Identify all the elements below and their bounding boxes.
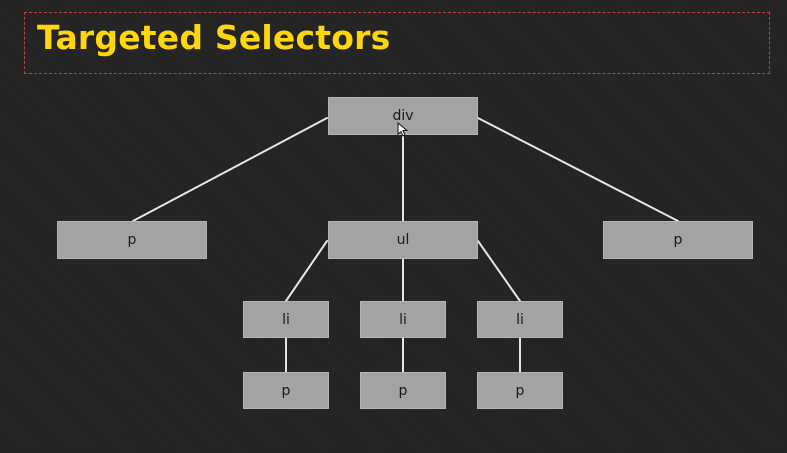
node-label: li xyxy=(516,311,524,328)
node-label: div xyxy=(392,108,414,124)
node-label: li xyxy=(399,311,407,328)
node-li-1: li xyxy=(243,301,329,338)
node-label: li xyxy=(282,311,290,328)
node-ul: ul xyxy=(328,221,478,259)
node-li-3-p: p xyxy=(477,372,563,409)
node-p-left: p xyxy=(57,221,207,259)
node-li-1-p: p xyxy=(243,372,329,409)
slide-title: Targeted Selectors xyxy=(37,18,391,57)
edge-div-p-left xyxy=(132,117,328,222)
node-li-3: li xyxy=(477,301,563,338)
title-frame: Targeted Selectors xyxy=(24,12,770,74)
edge-div-p-right xyxy=(477,117,679,222)
node-div: div xyxy=(328,97,478,135)
node-label: p xyxy=(127,232,137,248)
node-li-2: li xyxy=(360,301,446,338)
node-p-right: p xyxy=(603,221,753,259)
node-label: ul xyxy=(396,232,410,248)
node-label: p xyxy=(281,382,291,399)
node-label: p xyxy=(515,382,525,399)
node-label: p xyxy=(673,232,683,248)
node-li-2-p: p xyxy=(360,372,446,409)
edge-ul-li-3 xyxy=(477,240,521,302)
node-label: p xyxy=(398,382,408,399)
edge-ul-li-1 xyxy=(285,240,328,302)
mouse-cursor-icon xyxy=(397,122,409,137)
